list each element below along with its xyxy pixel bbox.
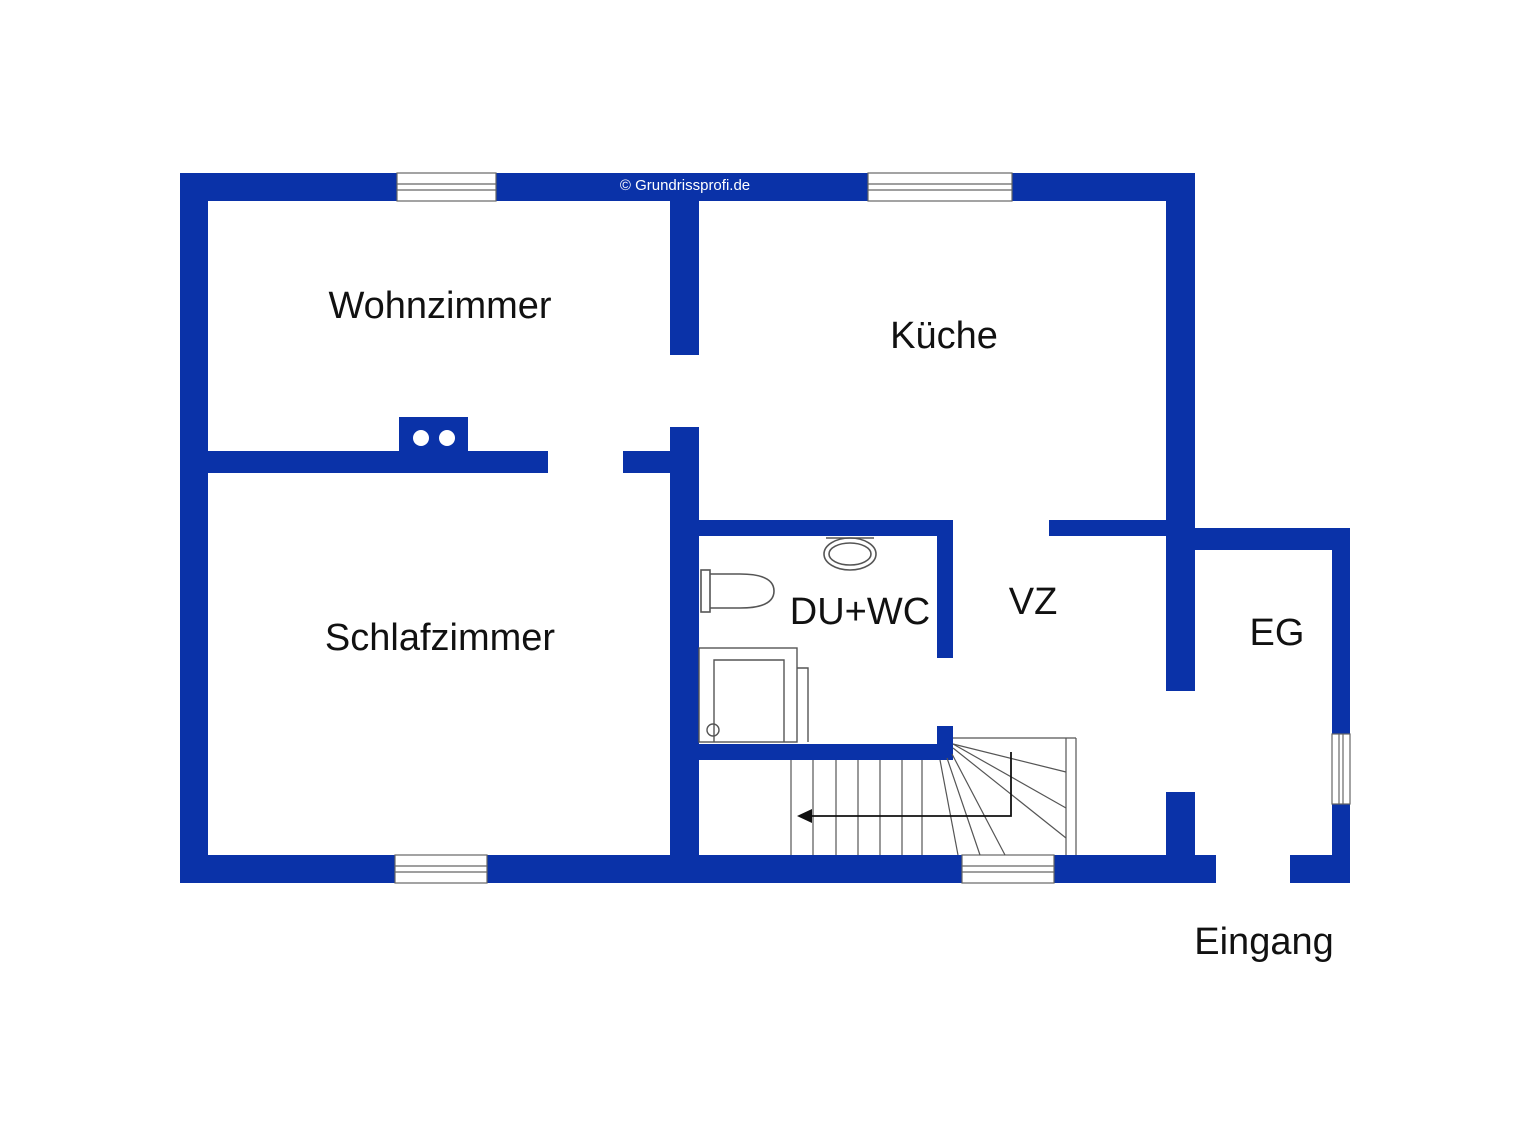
sink-icon <box>823 537 877 571</box>
shower-icon <box>698 647 809 743</box>
room-label-wohnzimmer: Wohnzimmer <box>328 285 551 327</box>
window-eg <box>1331 733 1351 805</box>
wall-left <box>180 173 208 883</box>
window-wohnzimmer <box>396 172 497 202</box>
copyright-credit: © Grundrissprofi.de <box>620 177 750 194</box>
room-label-du-wc: DU+WC <box>790 591 930 633</box>
entrance-label: Eingang <box>1194 921 1333 963</box>
room-label-vz: VZ <box>1009 581 1058 623</box>
window-schlafzimmer <box>394 854 488 884</box>
wall-right-upper <box>1166 173 1195 691</box>
wall-center-vertical <box>670 427 699 883</box>
wall-wohn-kueche <box>670 173 699 355</box>
wall-eg-stub <box>1166 792 1195 883</box>
window-kueche <box>867 172 1013 202</box>
staircase-icon <box>790 737 1077 856</box>
wall-vz-top <box>1049 520 1195 536</box>
wall-eg-top <box>1166 528 1350 550</box>
room-label-kueche: Küche <box>890 315 998 357</box>
chimney-icon <box>413 430 455 446</box>
room-label-eg: EG <box>1250 612 1305 654</box>
direction-arrow-icon <box>797 752 1012 823</box>
wall-wohn-schlaf <box>180 451 548 473</box>
room-label-schlafzimmer: Schlafzimmer <box>325 617 555 659</box>
wall-bath-right <box>937 520 953 658</box>
wall-hall-stub <box>623 451 699 473</box>
toilet-icon <box>700 569 775 613</box>
window-stairs <box>961 854 1055 884</box>
wall-bath-bottom <box>670 744 953 760</box>
walls <box>180 173 1350 883</box>
chimney-block <box>399 417 468 473</box>
wall-eg-bottom-right <box>1290 855 1350 883</box>
wall-bath-top <box>670 520 953 536</box>
windows <box>394 172 1351 884</box>
wall-eg-right <box>1332 528 1350 883</box>
